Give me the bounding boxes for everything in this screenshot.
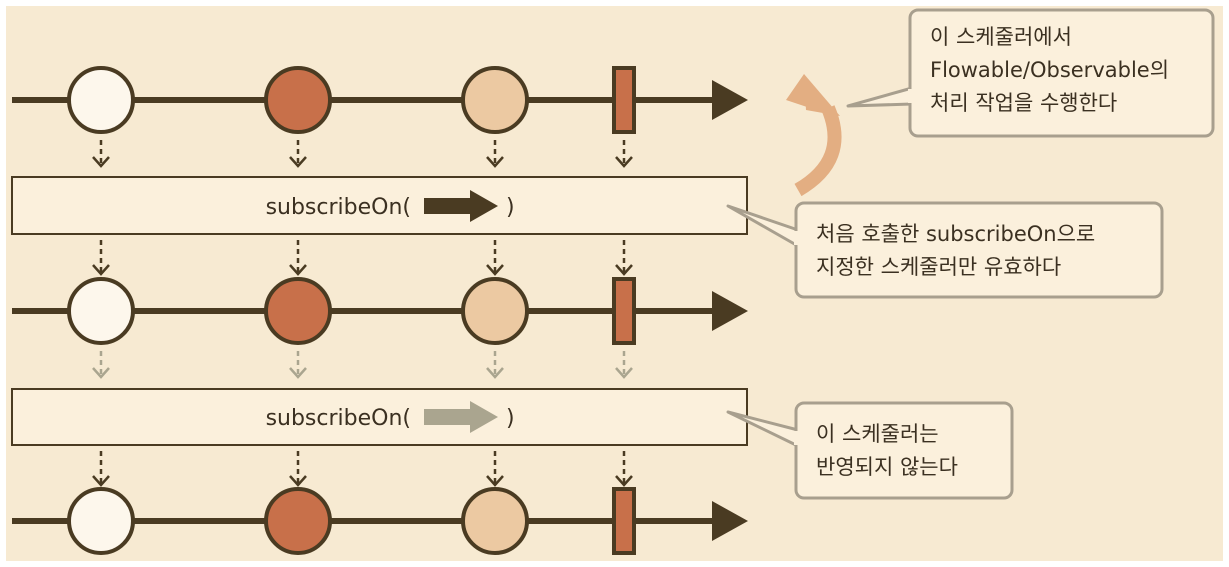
dashed-arrow	[615, 240, 633, 276]
dashed-arrow	[92, 140, 110, 168]
dashed-arrow	[486, 351, 504, 379]
timeline-arrowhead	[712, 80, 748, 120]
callout-middle-line-1: 처음 호출한 subscribeOn으로	[816, 222, 1095, 246]
complete-marker	[612, 66, 636, 134]
item-light	[461, 487, 529, 555]
timeline-1	[12, 66, 748, 134]
callout-top-line-1: 이 스케줄러에서	[930, 25, 1072, 49]
operator-box-2: subscribeOn( )	[11, 388, 748, 446]
dashed-arrow	[289, 351, 307, 379]
operator-label-prefix: subscribeOn(	[266, 406, 411, 431]
dashed-arrows-row-4	[92, 451, 633, 487]
callout-bottom-line-1: 이 스케줄러는	[816, 422, 939, 446]
operator-label-suffix: )	[506, 406, 515, 431]
dashed-arrow	[615, 451, 633, 487]
complete-marker	[612, 277, 636, 345]
dashed-arrow	[289, 240, 307, 276]
callout-middle: 처음 호출한 subscribeOn으로 지정한 스케줄러만 유효하다	[726, 201, 1164, 299]
dashed-arrow	[289, 451, 307, 487]
operator-box-1: subscribeOn( )	[11, 176, 748, 235]
item-dark	[264, 66, 332, 134]
dashed-arrow	[486, 240, 504, 276]
dashed-arrows-row-3	[92, 351, 633, 379]
dashed-arrow	[486, 140, 504, 168]
callout-top-line-2: Flowable/Observable의	[930, 58, 1169, 82]
dashed-arrow	[615, 140, 633, 168]
item-dark	[264, 277, 332, 345]
curved-upward-arrow	[786, 74, 842, 197]
dashed-arrow	[486, 451, 504, 487]
timeline-2	[12, 277, 748, 345]
callout-middle-line-2: 지정한 스케줄러만 유효하다	[816, 255, 1061, 279]
callout-top-line-3: 처리 작업을 수행한다	[930, 91, 1117, 115]
operator-label-prefix: subscribeOn(	[266, 195, 411, 220]
item-dark	[264, 487, 332, 555]
item-white	[67, 277, 135, 345]
timeline-3	[12, 487, 748, 555]
item-white	[67, 66, 135, 134]
callout-top: 이 스케줄러에서 Flowable/Observable의 처리 작업을 수행한…	[846, 8, 1215, 138]
dashed-arrow	[615, 351, 633, 379]
complete-marker	[612, 487, 636, 555]
dashed-arrows-row-2	[92, 240, 633, 276]
dashed-arrows-row-1	[92, 140, 633, 168]
dashed-arrow	[92, 240, 110, 276]
timeline-arrowhead	[712, 501, 748, 541]
item-white	[67, 487, 135, 555]
scheduler-arrow-ignored	[424, 401, 498, 433]
operator-box	[11, 176, 748, 235]
item-light	[461, 277, 529, 345]
timeline-arrowhead	[712, 291, 748, 331]
callout-bottom-line-2: 반영되지 않는다	[816, 455, 958, 479]
operator-box	[11, 388, 748, 446]
scheduler-arrow-active	[424, 190, 498, 222]
dashed-arrow	[92, 451, 110, 487]
dashed-arrow	[92, 351, 110, 379]
operator-label-suffix: )	[506, 195, 515, 220]
callout-bottom: 이 스케줄러는 반영되지 않는다	[726, 401, 1014, 500]
item-light	[461, 66, 529, 134]
dashed-arrow	[289, 140, 307, 168]
